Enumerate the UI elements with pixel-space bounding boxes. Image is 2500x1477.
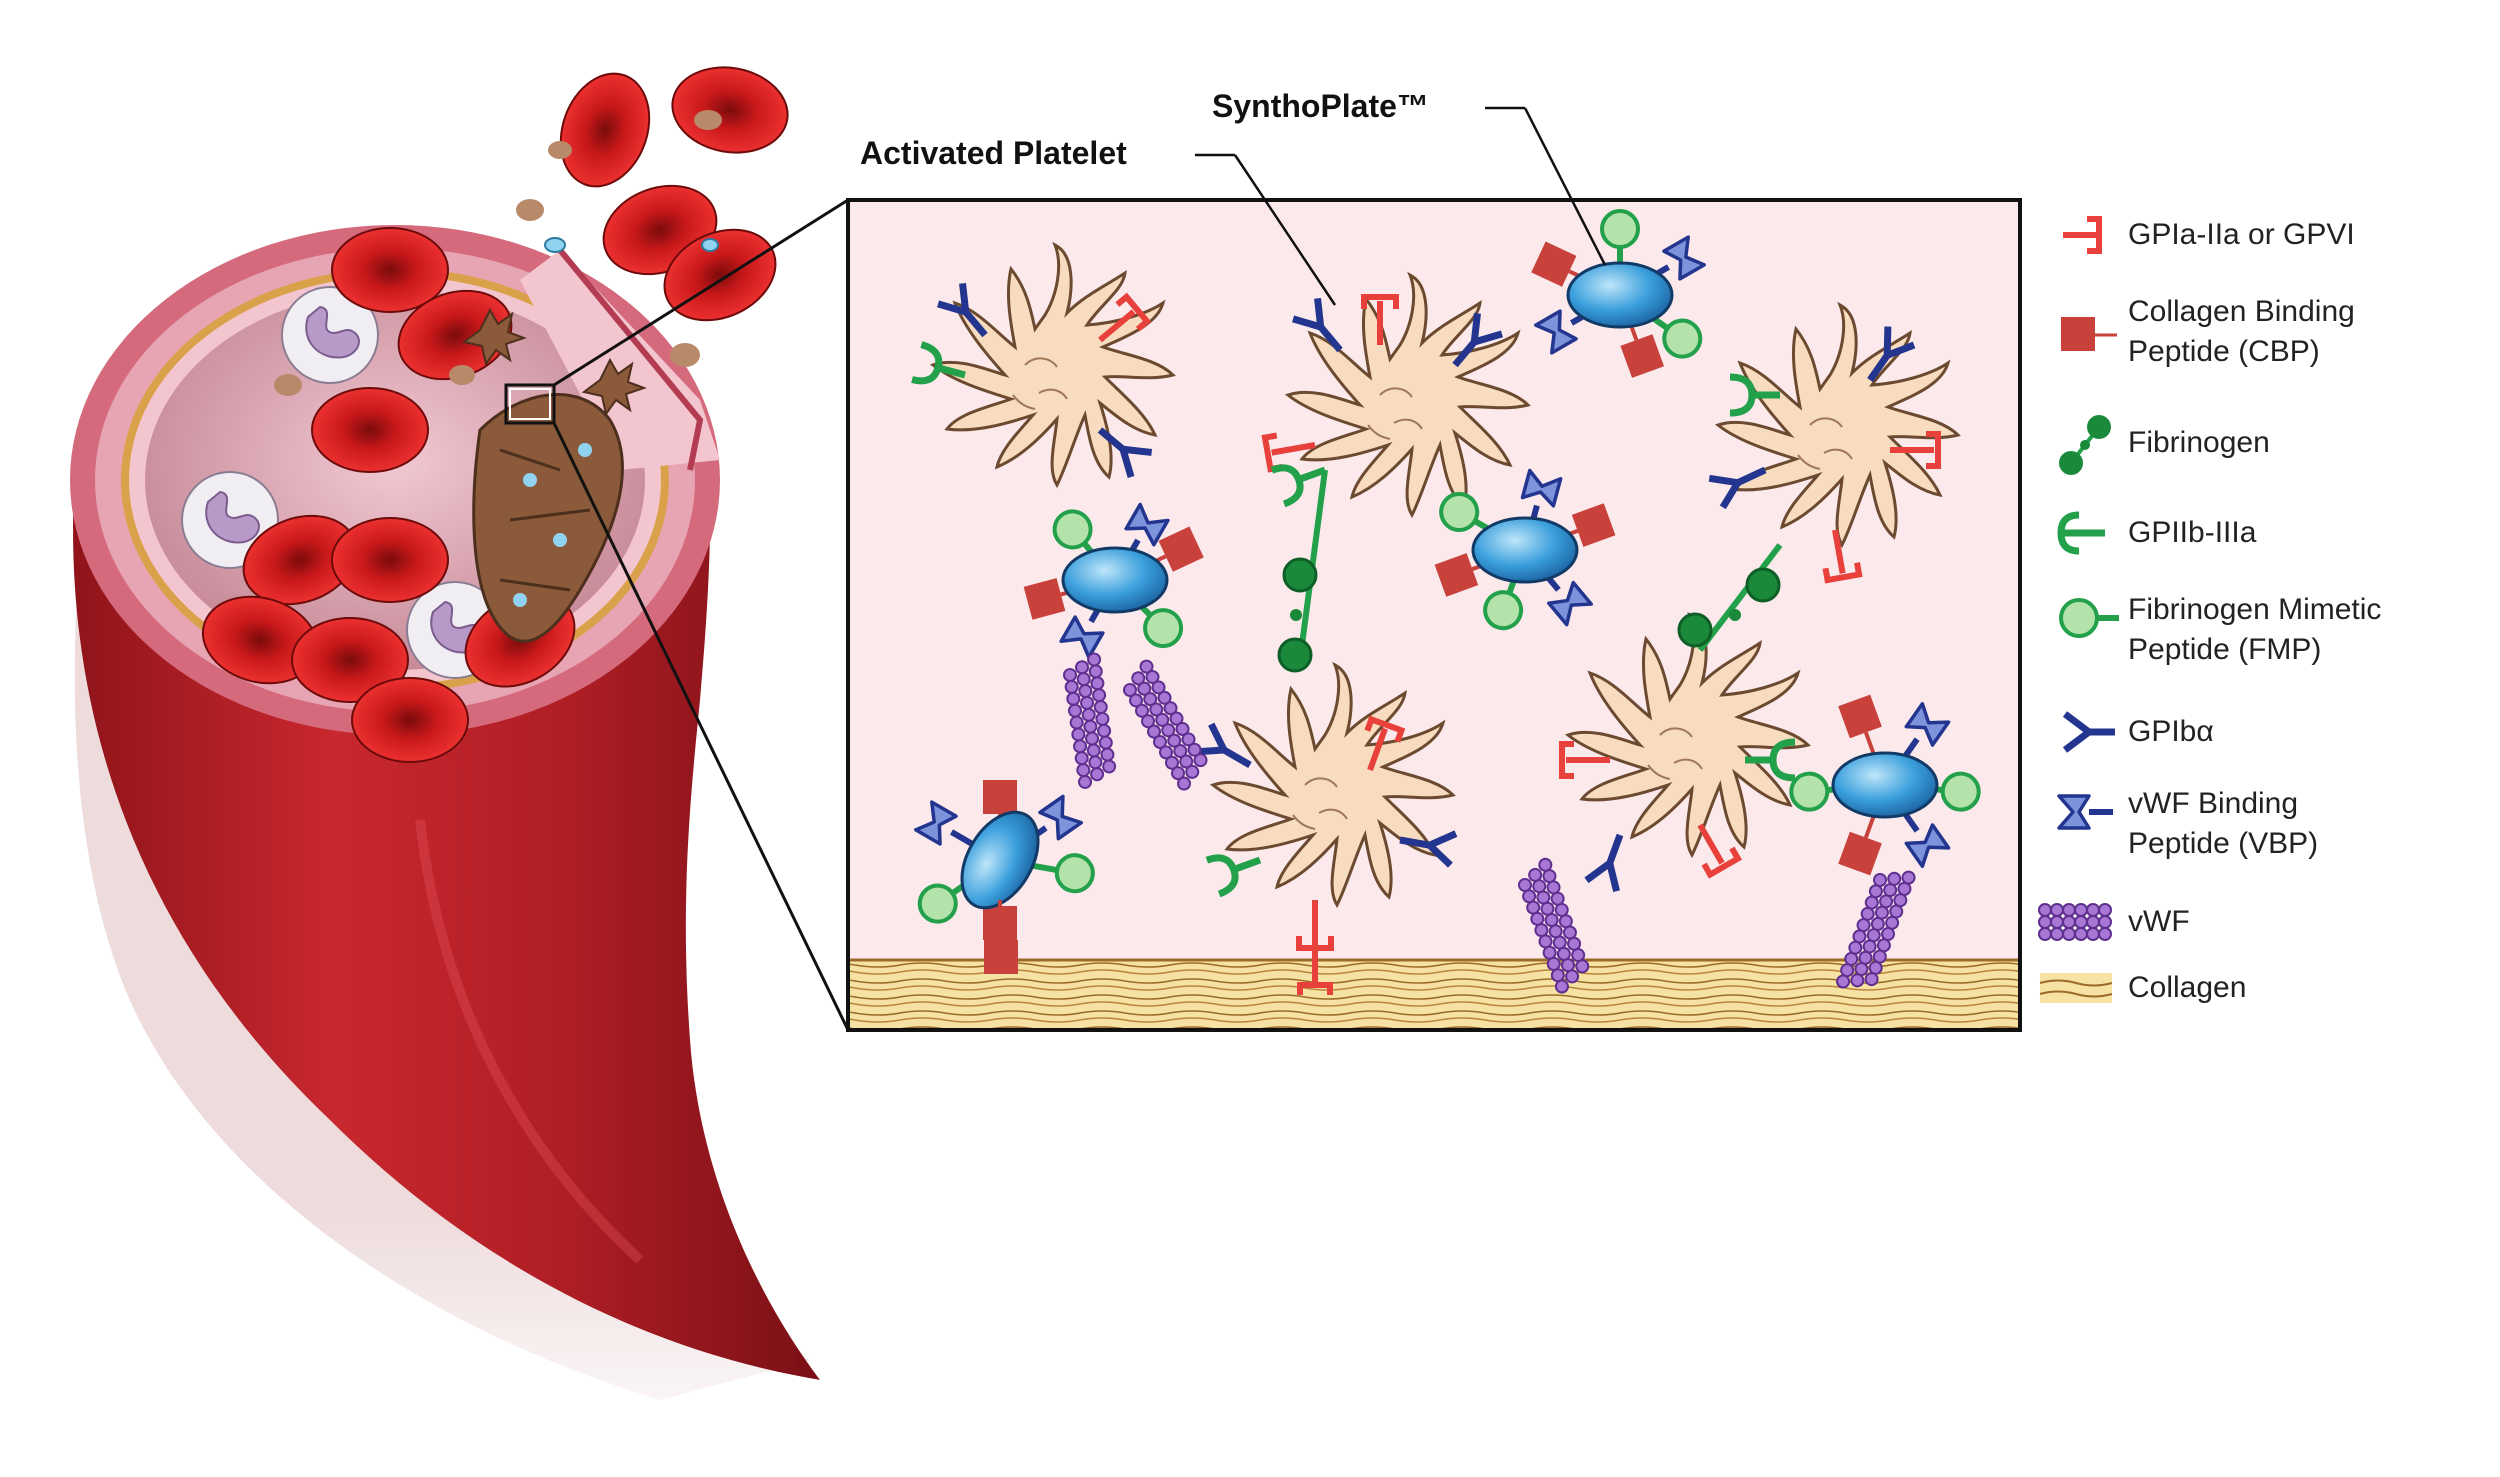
green-circle-icon: [2061, 600, 2119, 636]
green-cup-icon: [2061, 515, 2105, 551]
blood-vessel: [60, 225, 840, 1460]
blue-chevron-icon: [2059, 796, 2113, 828]
legend-item-fibrinogen: Fibrinogen: [2128, 423, 2270, 463]
legend-item-gpiib: GPIIb-IIIa: [2128, 513, 2256, 553]
green-dumbbell-icon: [2059, 415, 2111, 475]
legend-line: GPIIb-IIIa: [2128, 513, 2256, 553]
legend-item-collagen: Collagen: [2128, 968, 2246, 1008]
legend-line: Peptide (FMP): [2128, 630, 2381, 670]
blue-y-receptor-icon: [2065, 714, 2115, 750]
collagen-strip-icon: [2040, 973, 2112, 1003]
legend-line: GPIa-IIa or GPVI: [2128, 215, 2355, 255]
activated-platelet-label: Activated Platelet: [860, 135, 1127, 172]
legend-line: GPIbα: [2128, 712, 2214, 752]
red-receptor-icon: [2063, 219, 2099, 251]
legend-item-gpia: GPIa-IIa or GPVI: [2128, 215, 2355, 255]
legend-icons: [2039, 219, 2119, 1003]
red-square-icon: [2061, 317, 2117, 351]
legend-item-vwf: vWF: [2128, 902, 2190, 942]
legend-line: Collagen Binding: [2128, 292, 2355, 332]
legend-line: Peptide (VBP): [2128, 824, 2318, 864]
synthoplate-label: SynthoPlate™: [1212, 88, 1429, 125]
legend-line: Fibrinogen Mimetic: [2128, 590, 2381, 630]
legend-line: vWF: [2128, 902, 2190, 942]
legend-item-gpib: GPIbα: [2128, 712, 2214, 752]
legend-line: vWF Binding: [2128, 784, 2318, 824]
legend-line: Collagen: [2128, 968, 2246, 1008]
legend-line: Fibrinogen: [2128, 423, 2270, 463]
purple-chain-icon: [2039, 904, 2111, 940]
legend-line: Peptide (CBP): [2128, 332, 2355, 372]
